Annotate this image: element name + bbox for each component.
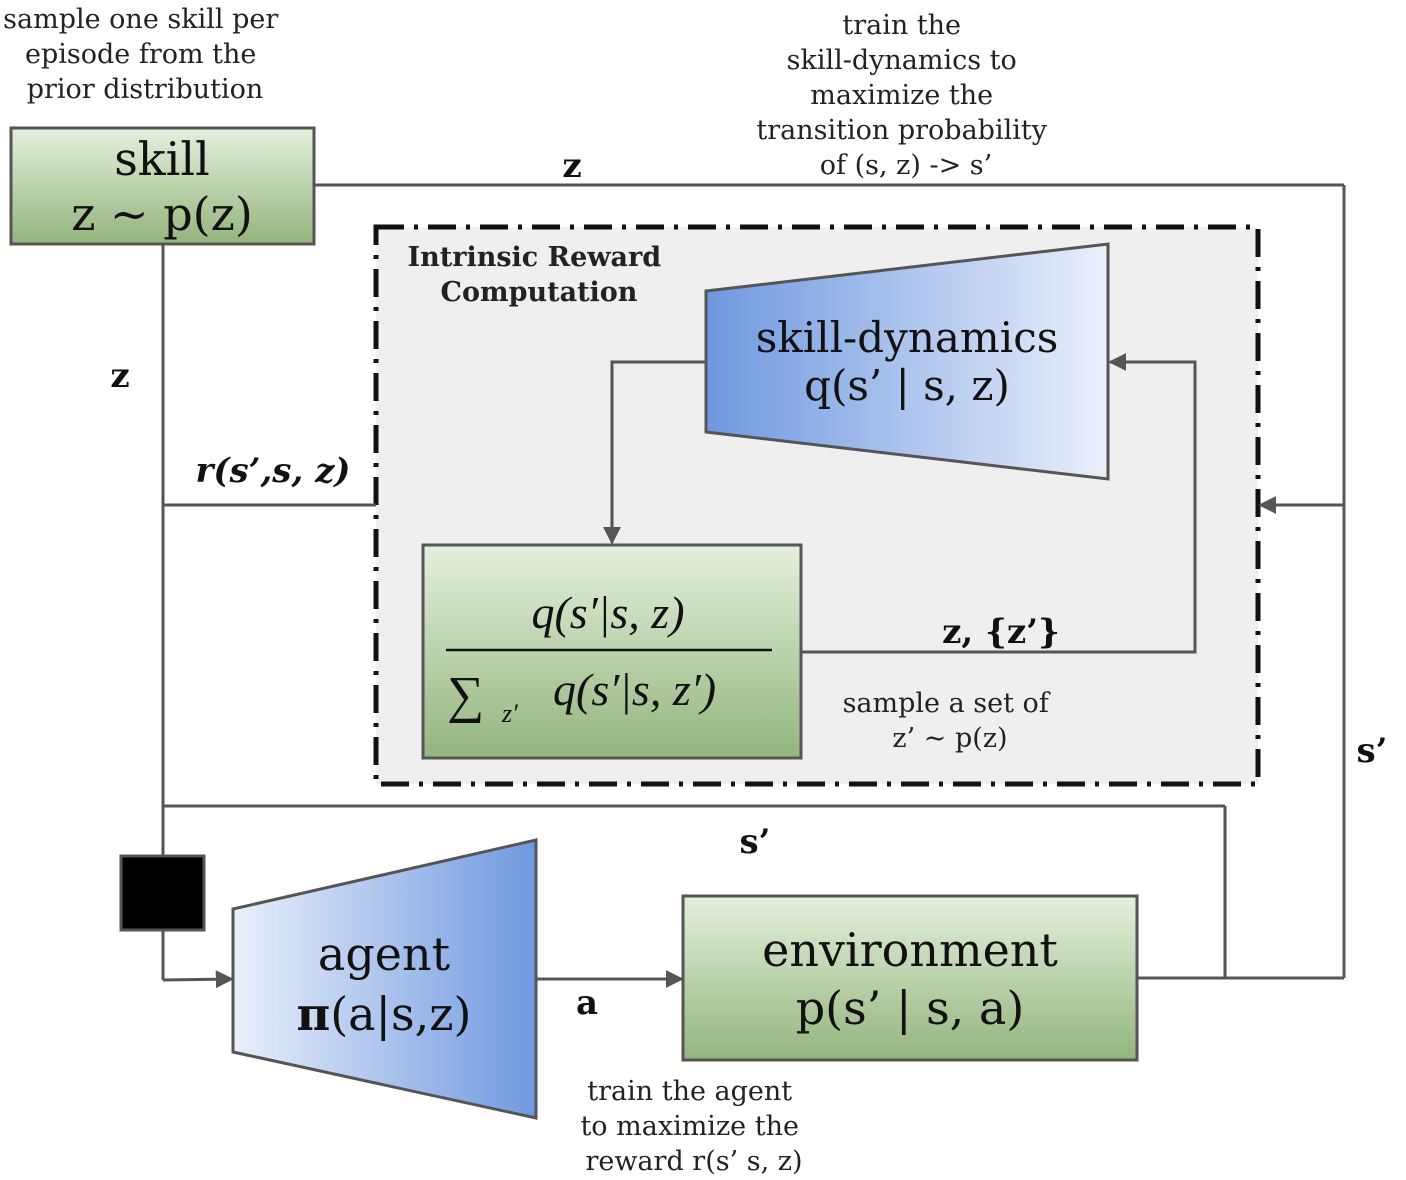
- annotation-prior-sampling-line-1: sample one skill per: [3, 4, 278, 35]
- edge-into-agent: [162, 970, 234, 989]
- environment-dynamics: p(s’ | s, a): [796, 981, 1025, 1035]
- skill-title: skill: [114, 132, 210, 186]
- agent-policy-symbol: π: [297, 987, 331, 1041]
- agent-policy-args: (a|s,z): [330, 987, 471, 1041]
- skill-prior: z ~ p(z): [71, 187, 253, 241]
- annotation-sample-set-line-2: z’ ~ p(z): [892, 723, 1007, 754]
- region-title: Intrinsic Reward Computation: [407, 242, 670, 308]
- annotation-train-agent-line-2: to maximize the: [580, 1111, 799, 1142]
- edge-label-z-left: z: [110, 356, 129, 396]
- annotation-train-agent-line-3: reward r(s’ s, z): [585, 1146, 802, 1177]
- edge-label-z-set: z, {z’}: [942, 612, 1060, 652]
- edge-label-action: a: [576, 983, 598, 1023]
- formula-denominator: q(s′|s, z′): [553, 664, 716, 715]
- annotation-train-sd-line-4: transition probability: [756, 115, 1047, 146]
- edge-formula-to-dynamics: [801, 353, 1197, 654]
- agent-title: agent: [318, 927, 451, 981]
- edge-label-z-top: z: [562, 146, 581, 186]
- annotation-train-sd-line-2: skill-dynamics to: [787, 45, 1017, 76]
- skill-dynamics-title: skill-dynamics: [756, 313, 1059, 362]
- annotation-sample-set-line-1: sample a set of: [843, 688, 1051, 719]
- annotation-train-sd-line-5: of (s, z) -> s’: [820, 150, 993, 181]
- environment-block: environment p(s’ | s, a): [681, 894, 1139, 1062]
- formula-sum-symbol: ∑: [447, 667, 484, 724]
- skill-dynamics-block: skill-dynamics q(s’ | s, z): [704, 242, 1110, 481]
- formula-sum-subscript: z′: [501, 699, 518, 728]
- annotation-prior-sampling: sample one skill per episode from the pr…: [3, 4, 287, 105]
- annotation-train-skill-dynamics: train the skill-dynamics to maximize the…: [756, 10, 1055, 181]
- skill-block: skill z ~ p(z): [9, 126, 316, 246]
- annotation-train-agent-line-1: train the agent: [587, 1076, 792, 1107]
- edge-label-reward: r(s’,s, z): [195, 451, 350, 491]
- annotation-train-sd-line-1: train the: [842, 10, 961, 41]
- region-title-line-2: Computation: [441, 277, 638, 308]
- annotation-train-sd-line-3: maximize the: [810, 80, 993, 111]
- reward-formula-block: q(s′|s, z) ∑ z′ q(s′|s, z′): [421, 543, 803, 760]
- region-title-line-1: Intrinsic Reward: [407, 242, 661, 273]
- annotation-prior-sampling-line-3: prior distribution: [27, 74, 264, 105]
- environment-title: environment: [762, 923, 1058, 977]
- formula-numerator: q(s′|s, z): [531, 587, 684, 638]
- agent-block: agent π(a|s,z): [231, 838, 538, 1120]
- annotation-sample-set: sample a set of z’ ~ p(z): [843, 688, 1058, 754]
- gate-block: [119, 854, 206, 932]
- skill-dynamics-formula: q(s’ | s, z): [804, 361, 1010, 410]
- annotation-prior-sampling-line-2: episode from the: [25, 39, 256, 70]
- annotation-train-agent: train the agent to maximize the reward r…: [580, 1076, 807, 1177]
- edge-label-s-prime-mid: s’: [740, 822, 771, 862]
- edge-dynamics-to-formula: [603, 360, 706, 545]
- agent-policy: π(a|s,z): [297, 987, 472, 1041]
- edge-label-s-prime-right: s’: [1357, 731, 1388, 771]
